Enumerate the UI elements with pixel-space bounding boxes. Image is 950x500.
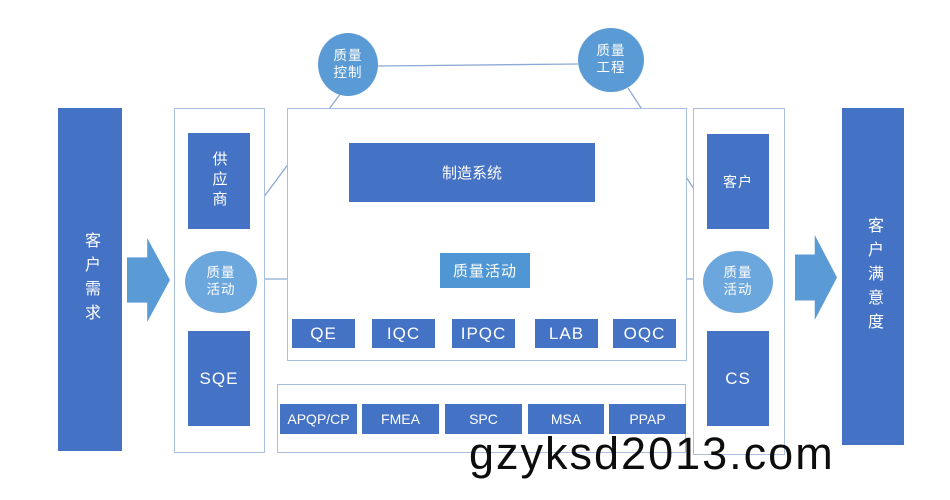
dept-box-lab: LAB xyxy=(535,319,598,348)
supplier-label: 供应商 xyxy=(210,151,228,211)
customer-label: 客户 xyxy=(723,173,753,190)
quality-activity-box: 质量活动 xyxy=(440,253,530,288)
quality-control-line1: 质量 xyxy=(333,47,363,63)
customer-satisfaction-label: 客户满意度 xyxy=(865,216,882,337)
tool-box-ppap: PPAP xyxy=(609,404,686,434)
quality-control-circle: 质量 控制 xyxy=(318,33,378,96)
dept-box-oqc: OQC xyxy=(613,319,676,348)
customer-panel: 客户 质量 活动 CS xyxy=(693,108,785,455)
quality-control-line2: 控制 xyxy=(333,64,363,80)
right-quality-activity-line1: 质量 xyxy=(723,265,753,281)
dept-qe-label: QE xyxy=(310,323,337,343)
watermark-text: gzyksd2013.com xyxy=(469,428,835,479)
dept-box-qe: QE xyxy=(292,319,355,348)
flow-arrow-right xyxy=(795,235,837,320)
cs-label: CS xyxy=(725,368,751,388)
tool-msa-label: MSA xyxy=(550,411,582,427)
quality-activity-box-label: 质量活动 xyxy=(452,263,517,280)
sqe-label: SQE xyxy=(199,368,239,388)
supplier-panel: 供应商 质量 活动 SQE xyxy=(174,108,265,453)
manufacturing-system-box: 制造系统 xyxy=(349,143,595,202)
quality-tools-panel: APQP/CP FMEA SPC MSA PPAP xyxy=(277,384,686,453)
tool-box-msa: MSA xyxy=(528,404,604,434)
customer-requirements-label: 客户需求 xyxy=(82,231,99,328)
dept-box-ipqc: IPQC xyxy=(452,319,515,348)
dept-ipqc-label: IPQC xyxy=(460,323,507,343)
tool-apqp-label: APQP/CP xyxy=(287,411,350,427)
right-quality-activity-line2: 活动 xyxy=(723,282,753,297)
dept-iqc-label: IQC xyxy=(386,323,421,343)
tool-ppap-label: PPAP xyxy=(629,411,666,427)
left-quality-activity-line2: 活动 xyxy=(206,282,236,297)
dept-lab-label: LAB xyxy=(548,323,585,343)
tool-fmea-label: FMEA xyxy=(381,411,420,427)
quality-engineering-line2: 工程 xyxy=(596,60,626,75)
tool-box-apqp: APQP/CP xyxy=(280,404,357,434)
cs-box: CS xyxy=(707,331,769,426)
tool-box-fmea: FMEA xyxy=(362,404,439,434)
quality-engineering-circle: 质量 工程 xyxy=(578,28,644,92)
left-quality-activity-line1: 质量 xyxy=(206,265,236,281)
dept-oqc-label: OQC xyxy=(623,323,666,343)
tool-spc-label: SPC xyxy=(469,411,498,427)
customer-satisfaction-bar: 客户满意度 xyxy=(842,108,904,445)
flow-arrow-left xyxy=(127,238,170,322)
tool-box-spc: SPC xyxy=(445,404,522,434)
supplier-box: 供应商 xyxy=(188,133,250,229)
manufacturing-system-label: 制造系统 xyxy=(441,165,502,182)
dept-box-iqc: IQC xyxy=(372,319,435,348)
right-quality-activity-circle: 质量 活动 xyxy=(703,251,773,313)
line-qc-to-qe xyxy=(377,63,579,67)
manufacturing-panel: 制造系统 质量活动 QE IQC IPQC LAB OQC xyxy=(287,108,687,361)
sqe-box: SQE xyxy=(188,331,250,426)
quality-engineering-line1: 质量 xyxy=(596,43,626,59)
customer-requirements-bar: 客户需求 xyxy=(58,108,122,451)
left-quality-activity-circle: 质量 活动 xyxy=(185,251,257,313)
customer-box: 客户 xyxy=(707,134,769,229)
